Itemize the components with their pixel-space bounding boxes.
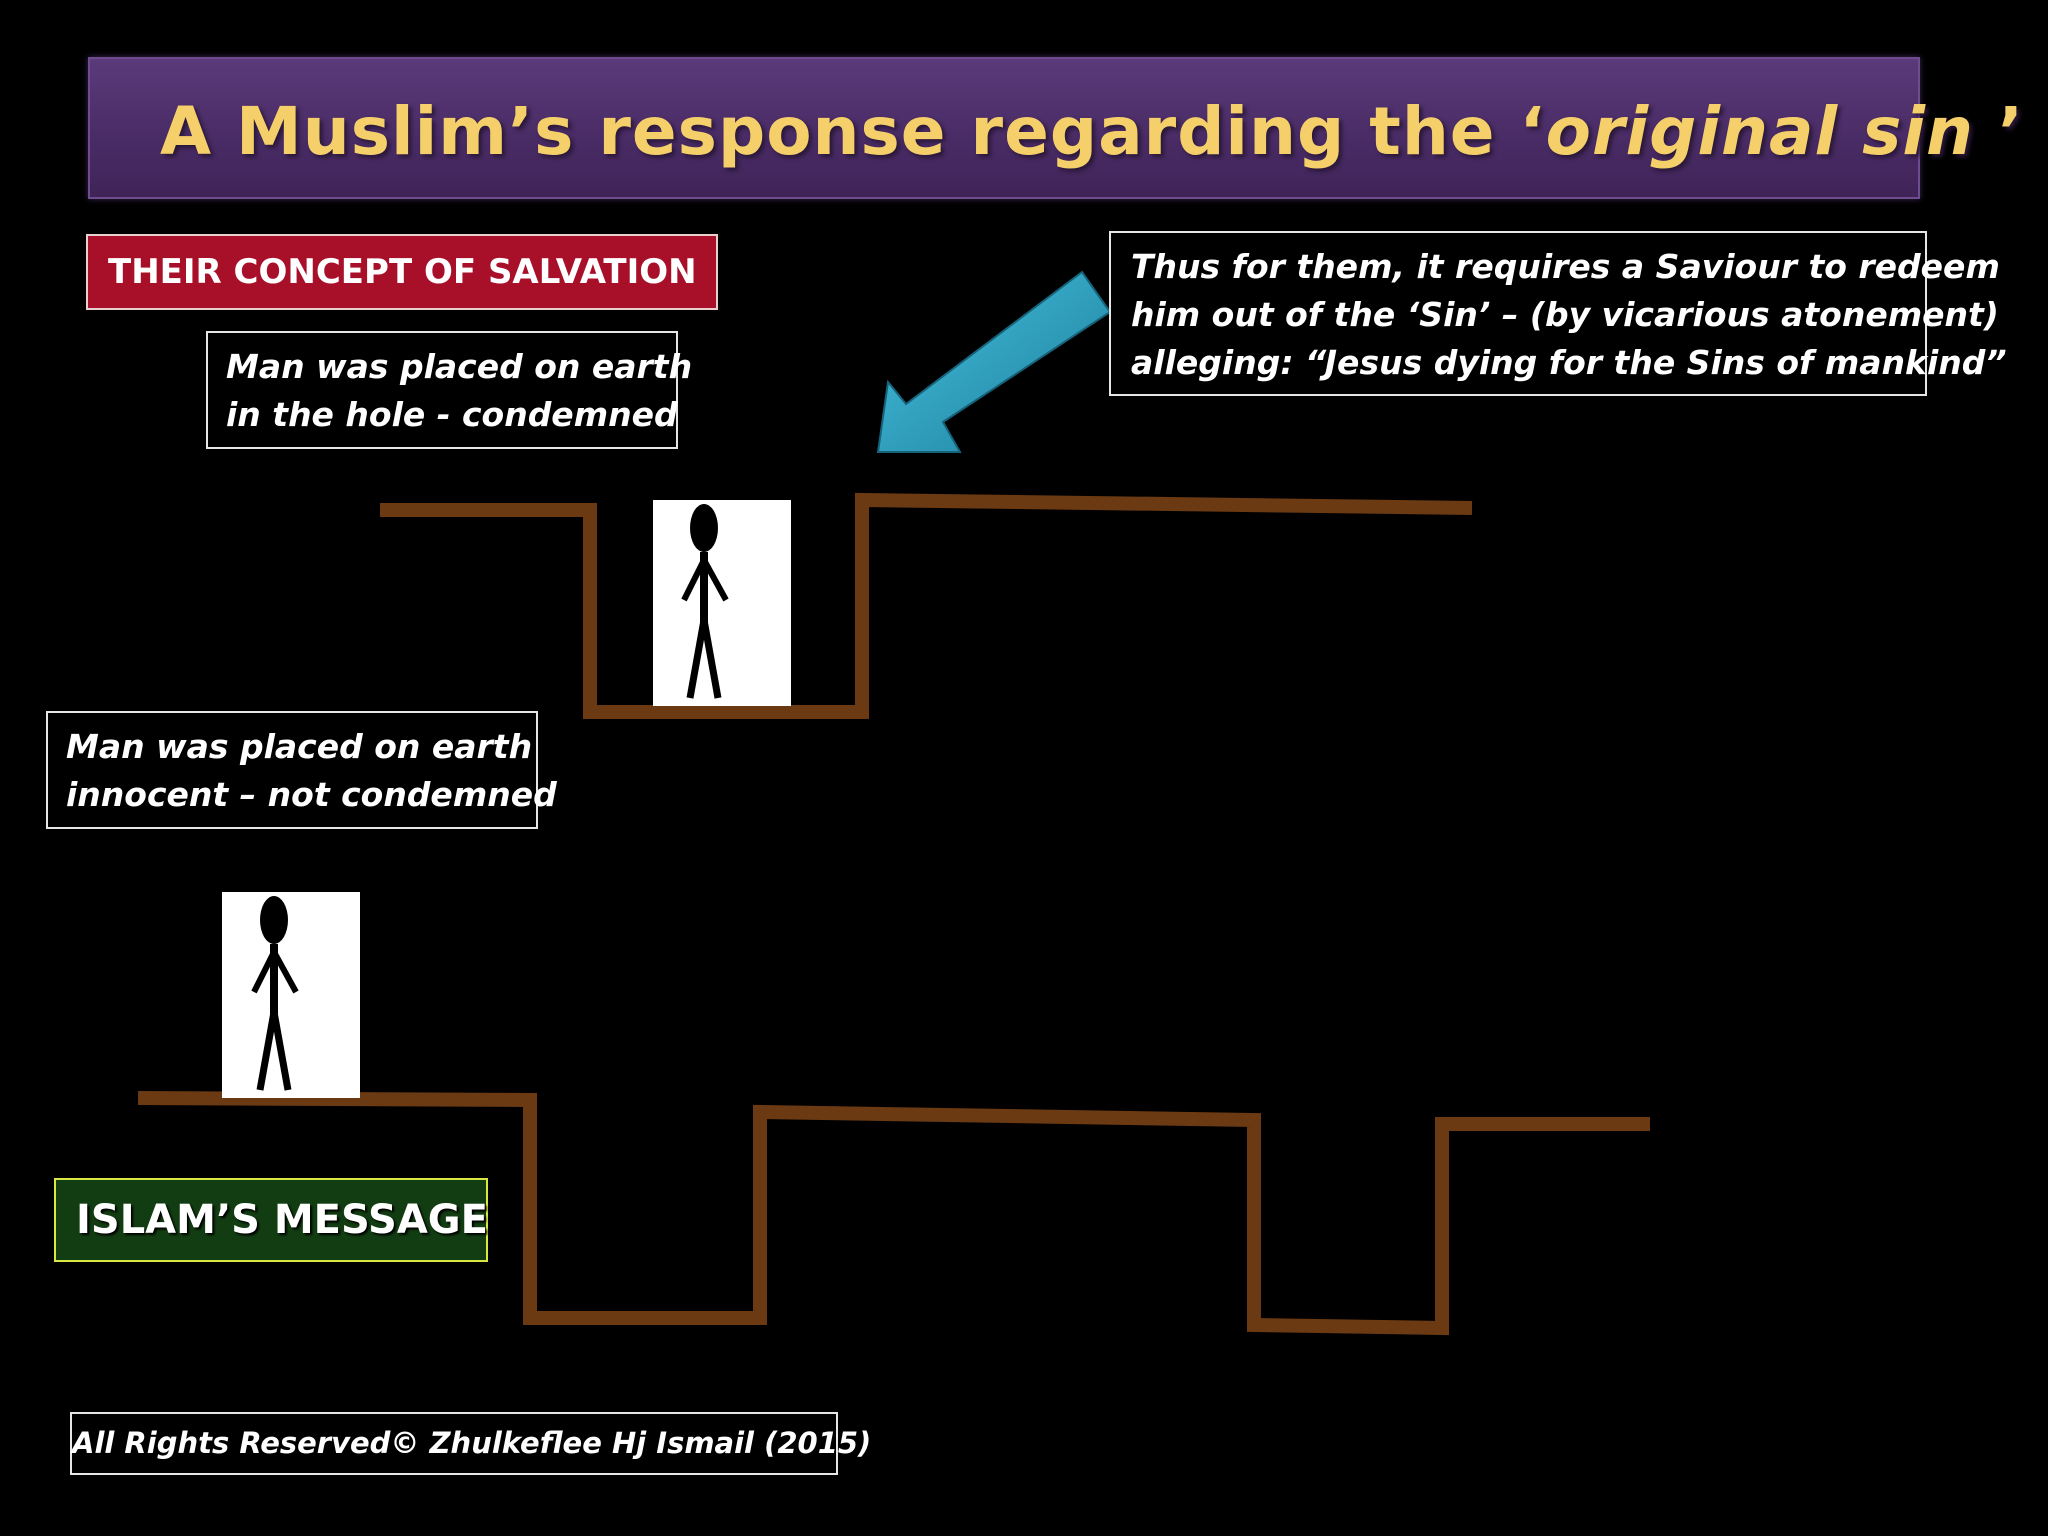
ground-line-innocent (137, 1091, 1650, 1336)
condemned-note: Man was placed on earth in the hole - co… (206, 331, 693, 449)
title-part-1: A Muslim’s response regarding the ‘ (160, 93, 1546, 170)
arrow-icon (876, 270, 1112, 453)
innocent-note: Man was placed on earth innocent – not c… (46, 711, 557, 829)
stick-figure-icon (653, 500, 791, 706)
saviour-note-line-1: Thus for them, it requires a Saviour to … (1131, 247, 2000, 286)
saviour-note: Thus for them, it requires a Saviour to … (1109, 231, 2007, 396)
saviour-note-line-3: alleging: “Jesus dying for the Sins of m… (1131, 343, 2007, 382)
title-banner (88, 57, 1920, 199)
salvation-label: THEIR CONCEPT OF SALVATION (86, 234, 718, 310)
innocent-note-line-2: innocent – not condemned (66, 775, 557, 814)
innocent-note-line-1: Man was placed on earth (66, 727, 533, 766)
ground-line-condemned (380, 492, 1473, 719)
condemned-note-line-2: in the hole - condemned (226, 395, 678, 434)
page-title: A Muslim’s response regarding the ‘origi… (160, 82, 2048, 182)
condemned-note-line-1: Man was placed on earth (226, 347, 693, 386)
saviour-note-line-2: him out of the ‘Sin’ – (by vicarious ato… (1131, 295, 1999, 334)
islam-label: ISLAM’S MESSAGE (54, 1178, 488, 1262)
copyright: All Rights Reserved© Zhulkeflee Hj Ismai… (70, 1412, 871, 1475)
title-part-2: original sin (1545, 93, 1975, 170)
stick-figure-icon (222, 892, 360, 1098)
title-part-3: ’ : (1998, 93, 2048, 170)
